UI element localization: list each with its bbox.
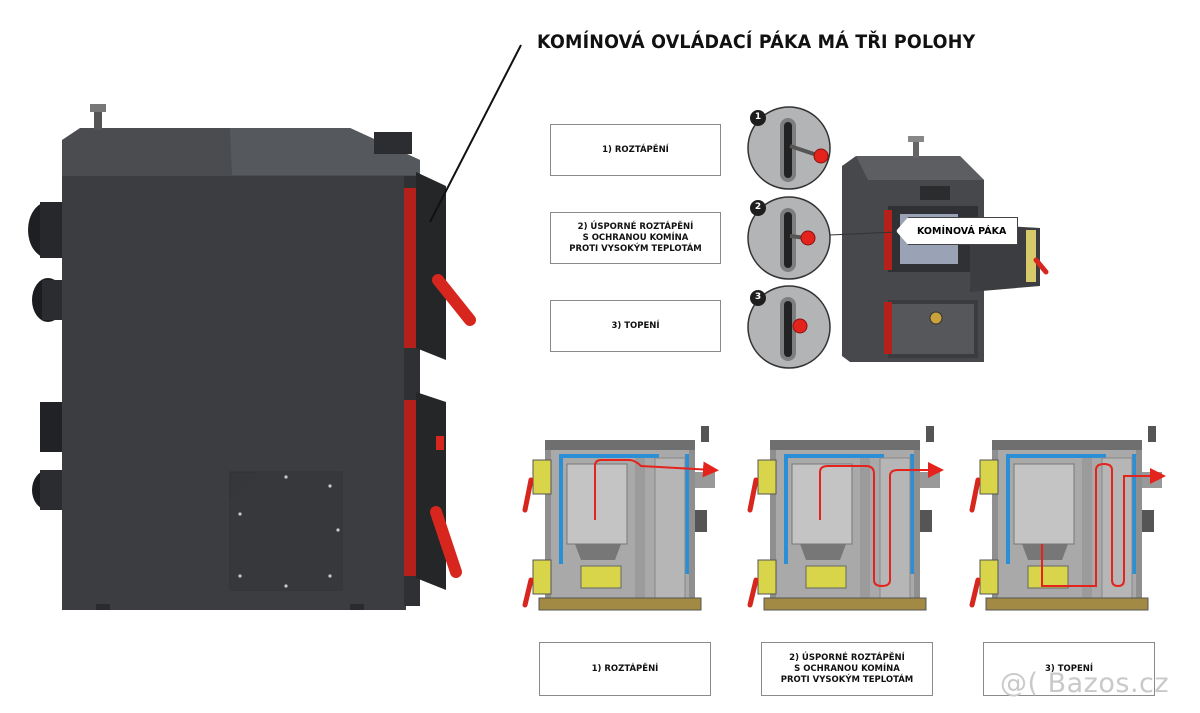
lever-position-2	[747, 196, 831, 280]
position-3-label: 3) TOPENÍ	[550, 300, 721, 352]
watermark: @( Bazos.cz	[1000, 668, 1170, 699]
position-2-number: 2	[754, 202, 762, 212]
position-2-label: 2) ÚSPORNÉ ROZTÁPĚNÍ S OCHRANOU KOMÍNA P…	[550, 212, 721, 264]
lever-position-3	[747, 285, 831, 369]
boiler-left-pipes	[28, 202, 70, 510]
lever-position-1	[747, 106, 831, 190]
section-3-label: 3) TOPENÍ	[983, 642, 1155, 696]
section-3	[972, 426, 1166, 610]
section-1-label: 1) ROZTÁPĚNÍ	[539, 642, 711, 696]
diagram-title: KOMÍNOVÁ OVLÁDACÍ PÁKA MÁ TŘI POLOHY	[537, 31, 976, 53]
section-1	[525, 426, 719, 610]
position-1-number: 1	[754, 112, 762, 122]
chimney-lever-callout: KOMÍNOVÁ PÁKA	[896, 217, 1018, 245]
position-3-number: 3	[754, 292, 762, 302]
section-2	[750, 426, 944, 610]
position-1-label: 1) ROZTÁPĚNÍ	[550, 124, 721, 176]
section-2-label: 2) ÚSPORNÉ ROZTÁPĚNÍ S OCHRANOU KOMÍNA P…	[761, 642, 933, 696]
